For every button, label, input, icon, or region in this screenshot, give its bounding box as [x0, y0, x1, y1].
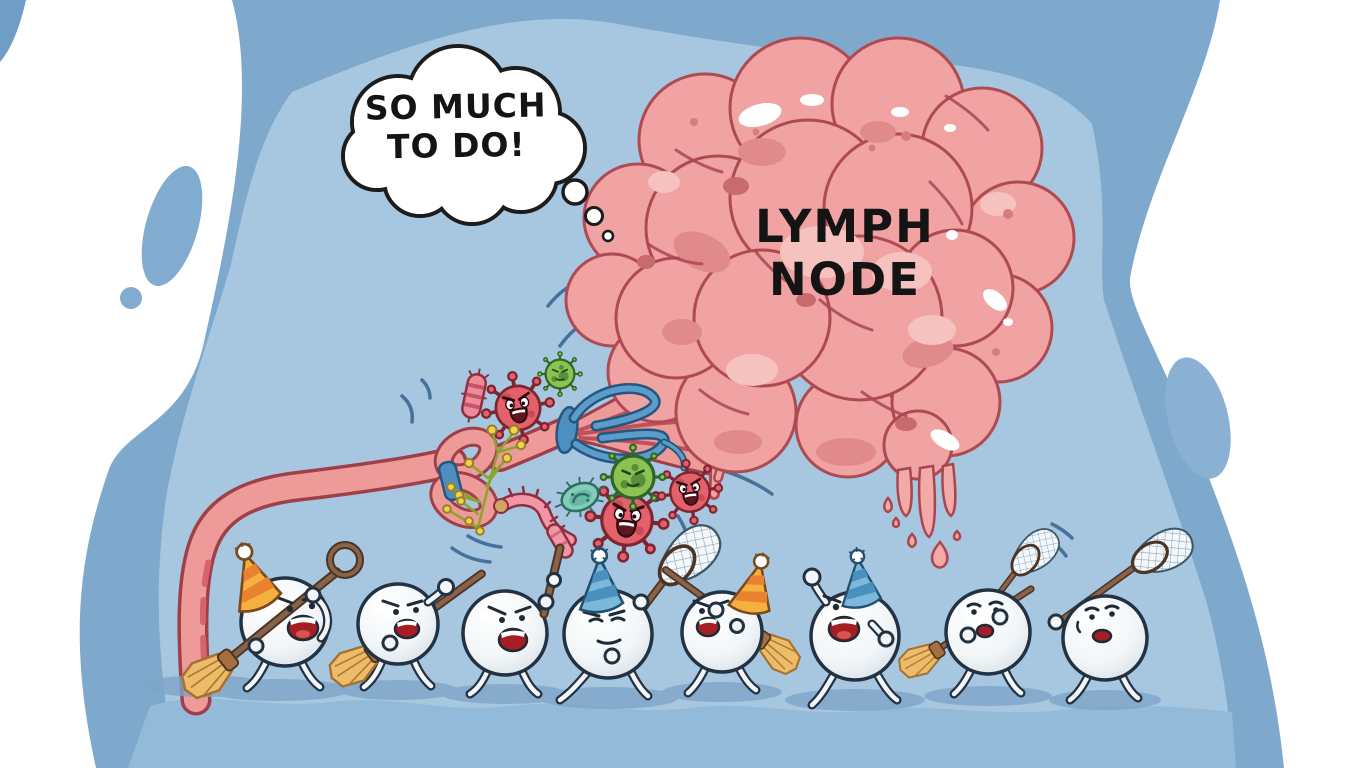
white-blood-cell-7 [893, 521, 1065, 699]
green-virus-icon [599, 443, 667, 511]
white-blood-cell-2 [323, 558, 492, 694]
node-shading [662, 121, 954, 466]
dot-blob-left [120, 287, 142, 309]
node-highlights [648, 171, 1016, 386]
teal-bacterium-icon [554, 476, 606, 518]
lymph-node [564, 36, 1076, 569]
raised-fist [802, 567, 822, 587]
floor-strip [128, 698, 1236, 768]
thought-bubble [341, 44, 615, 243]
white-blood-cell-1 [175, 534, 364, 707]
white-blood-cell-5 [656, 546, 807, 698]
bean-blob-right [1165, 357, 1231, 479]
white-blood-cell-6 [802, 543, 902, 710]
thought-bubble-text: SO MUCH TO DO! [355, 85, 556, 167]
bubble-line-1: SO MUCH [364, 85, 547, 128]
white-blood-cell-3 [461, 543, 565, 699]
pink-rod-bacterium-icon [546, 523, 574, 559]
lymph-drips [883, 462, 962, 569]
node-gloss [738, 94, 1013, 451]
node-crevices [646, 94, 990, 418]
node-label-line-1: LYMPH [755, 200, 935, 253]
bubble-trail-dot [584, 206, 604, 226]
lymph-node-label: LYMPH NODE [735, 200, 955, 306]
bean-blob-left [141, 165, 203, 287]
branching-mold-icon [442, 424, 527, 536]
bubble-line-2: TO DO! [386, 124, 526, 167]
pathogens [442, 350, 729, 566]
white-blood-cell-4 [555, 515, 729, 705]
bubble-trail-dot [601, 229, 615, 243]
white-blood-cell-8 [1047, 519, 1200, 705]
blue-thread [555, 382, 688, 472]
bubble-trail-dot [561, 178, 589, 206]
green-virus-small-icon [536, 350, 584, 398]
corner-accent-blob [0, 0, 26, 62]
striped-rod-bacterium-icon [461, 368, 490, 423]
white-blood-cells [175, 515, 1200, 707]
node-label-line-2: NODE [768, 253, 921, 307]
